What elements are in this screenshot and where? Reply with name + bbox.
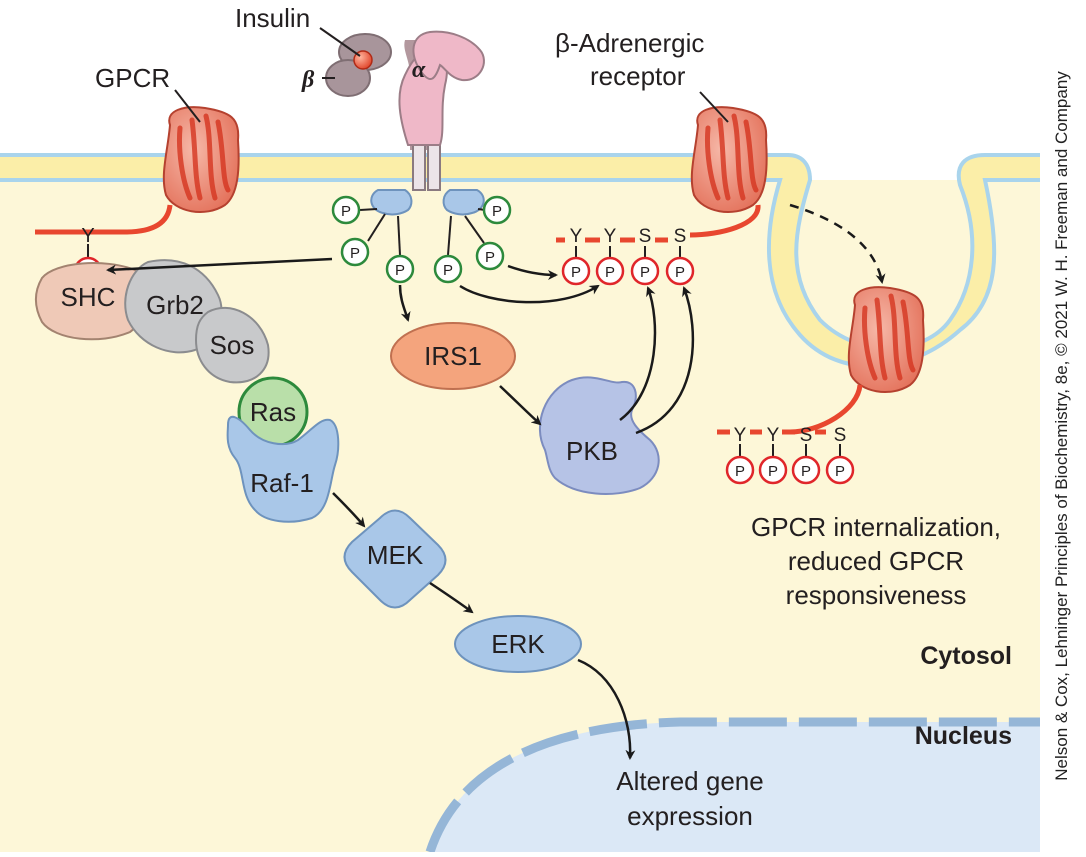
gene-expression-line1: Altered gene [616,766,763,796]
erk-protein [454,615,582,673]
phospho-label: P [443,262,453,279]
internalization-text-line3: responsiveness [786,580,967,610]
grb2-label: Grb2 [146,290,204,320]
pkb-protein [538,376,660,495]
tyr-label: Y [81,225,94,247]
mek-protein [343,509,447,609]
ser-label: S [639,226,652,247]
gpcr-label: GPCR [95,63,170,93]
ser-label: S [674,226,687,247]
phospho-label: P [605,264,615,281]
beta-adrenergic-label: β-Adrenergic [555,28,704,58]
tyr-label: Y [604,226,617,247]
irs1-label: IRS1 [424,341,482,371]
phospho-label: P [801,463,811,480]
tyr-label: Y [570,226,583,247]
gene-expression-line2: expression [627,801,753,831]
phospho-label: P [735,463,745,480]
phospho-label: P [571,264,581,281]
copyright-credit: Nelson & Cox, Lehninger Principles of Bi… [1052,71,1071,781]
raf1-protein [226,415,340,523]
cytosol-label: Cytosol [920,642,1012,670]
internalization-text-line2: reduced GPCR [788,546,964,576]
receptor-label: receptor [590,61,686,91]
ser-label: S [834,425,847,446]
erk-label: ERK [491,629,545,659]
phospho-label: P [675,264,685,281]
mek-label: MEK [367,540,424,570]
irs1-protein [390,322,516,390]
raf1-label: Raf-1 [250,468,314,498]
beta-subunit-label: β [301,67,315,93]
insulin-receptor [325,30,486,256]
phospho-label: P [768,463,778,480]
shc-protein [35,262,148,341]
phospho-label: P [640,264,650,281]
ser-label: S [800,425,813,446]
phospho-label: P [485,249,495,266]
receptor-kinase-right [442,189,485,216]
sos-label: Sos [210,330,255,360]
shc-label: SHC [61,282,116,312]
diagram-canvas: Y P P P P P P P Y Y S S P P P P [0,3,1040,854]
sos-protein [194,306,270,384]
signal-arrows [106,203,886,760]
phospho-label: P [395,262,405,279]
nucleus-label: Nucleus [915,722,1012,750]
internalization-text-line1: GPCR internalization, [751,512,1001,542]
gpcr-right [689,106,768,238]
phospho-label: P [492,203,502,220]
gpcr-internalized [789,286,925,435]
pkb-label: PKB [566,436,618,466]
phospho-label: P [350,245,360,262]
alpha-subunit-label: α [412,57,426,83]
nucleus-region [425,717,1040,854]
beta-ar-tail-sites: Y Y S S P P P P [556,226,695,286]
receptor-phospho-groups: P P P P P P [331,195,512,284]
internalized-tail-sites: Y Y S S P P P P [717,425,855,485]
tyr-label: Y [734,425,747,446]
phospho-label: P [341,203,351,220]
phospho-label: P [835,463,845,480]
ras-label: Ras [250,397,296,427]
receptor-kinase-left [370,189,413,216]
insulin-label: Insulin [235,3,310,33]
tyr-label: Y [767,425,780,446]
gpcr-left [35,106,240,235]
